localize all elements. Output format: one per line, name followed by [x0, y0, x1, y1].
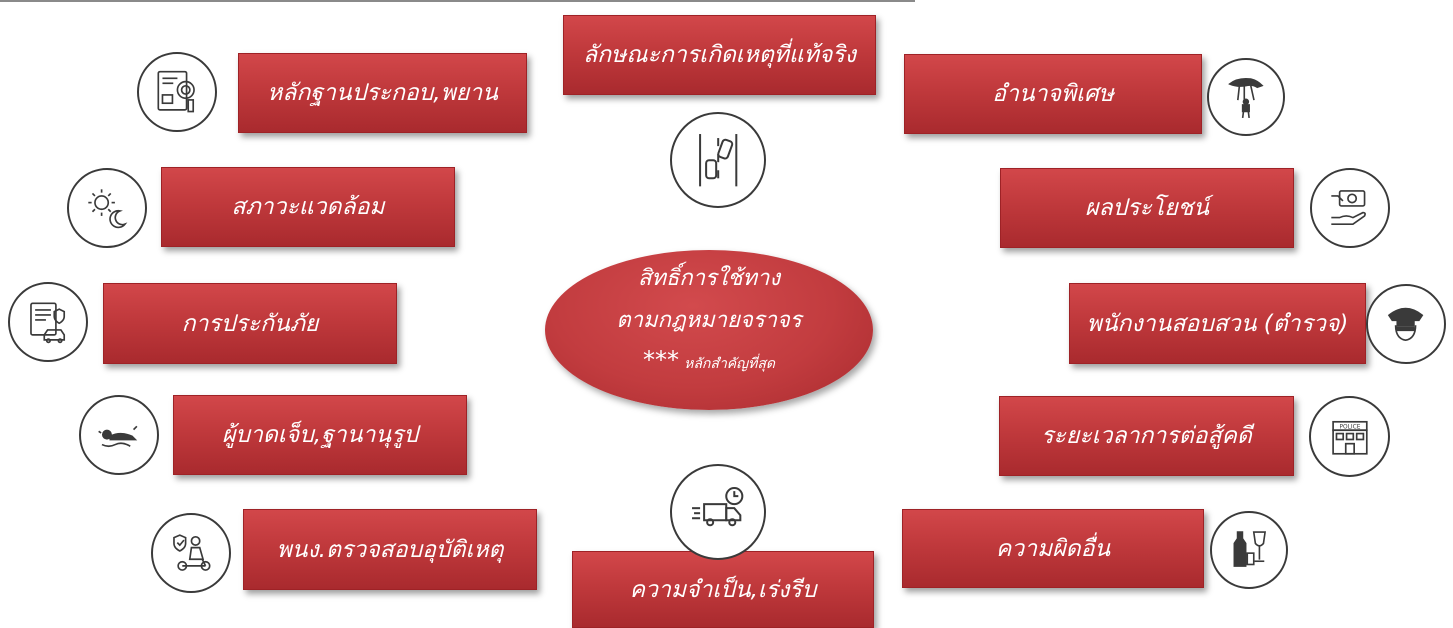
- alcohol-icon: [1210, 511, 1288, 589]
- factor-label: การประกันภัย: [181, 310, 319, 337]
- factor-label: ผู้บาดเจ็บ,ฐานานุรูป: [221, 422, 419, 448]
- factor-box-left1: หลักฐานประกอบ,พยาน: [238, 53, 527, 133]
- factor-label: พนักงานสอบสวน (ตำรวจ): [1086, 310, 1349, 337]
- factor-label: สภาวะแวดล้อม: [231, 194, 385, 220]
- police-officer-icon: [1366, 284, 1446, 364]
- factor-box-bottom: ความจำเป็น,เร่งรีบ: [572, 551, 874, 628]
- factor-label: อำนาจพิเศษ: [992, 81, 1114, 107]
- factor-label: หลักฐานประกอบ,พยาน: [267, 80, 498, 106]
- center-line2: ตามกฎหมายจราจร: [616, 308, 802, 333]
- factor-box-right1: อำนาจพิเศษ: [904, 54, 1202, 134]
- factor-box-top: ลักษณะการเกิดเหตุที่แท้จริง: [563, 15, 876, 95]
- factor-label: ผลประโยชน์: [1084, 195, 1210, 221]
- factor-box-left4: ผู้บาดเจ็บ,ฐานานุรูป: [173, 395, 467, 475]
- car-crash-road-icon: [670, 112, 766, 208]
- factor-label: ความผิดอื่น: [995, 535, 1111, 562]
- center-note-row: *** หลักสำคัญที่สุด: [545, 346, 873, 375]
- scooter-inspector-icon: [151, 513, 231, 593]
- money-hand-icon: [1310, 168, 1390, 248]
- insurance-car-icon: [8, 282, 88, 362]
- factor-label: พนง.ตรวจสอบอุบัติเหตุ: [276, 536, 504, 563]
- factor-box-left3: การประกันภัย: [103, 283, 397, 364]
- sun-moon-icon: [67, 168, 147, 248]
- top-divider-line: [0, 0, 915, 2]
- center-stars: ***: [643, 346, 680, 374]
- puppet-hand-icon: [1207, 58, 1285, 136]
- svg-text:POLICE: POLICE: [1339, 424, 1360, 430]
- factor-box-right2: ผลประโยชน์: [1000, 168, 1294, 248]
- factor-label: ความจำเป็น,เร่งรีบ: [629, 576, 817, 603]
- center-line1: สิทธิ์การใช้ทาง: [637, 266, 781, 291]
- factor-box-right5: ความผิดอื่น: [902, 509, 1204, 588]
- factor-box-left5: พนง.ตรวจสอบอุบัติเหตุ: [243, 509, 537, 590]
- injured-person-icon: [79, 395, 159, 475]
- center-note: หลักสำคัญที่สุด: [684, 356, 775, 372]
- factor-box-right4: ระยะเวลาการต่อสู้คดี: [999, 396, 1294, 476]
- factor-label: ลักษณะการเกิดเหตุที่แท้จริง: [583, 42, 856, 68]
- police-station-icon: POLICE: [1309, 396, 1390, 477]
- factor-label: ระยะเวลาการต่อสู้คดี: [1041, 423, 1252, 449]
- factor-box-left2: สภาวะแวดล้อม: [161, 167, 455, 247]
- speeding-truck-icon: [670, 464, 766, 560]
- central-principle-ellipse: สิทธิ์การใช้ทาง ตามกฎหมายจราจร *** หลักส…: [545, 250, 873, 410]
- document-evidence-icon: [137, 52, 217, 132]
- factor-box-right3: พนักงานสอบสวน (ตำรวจ): [1069, 283, 1366, 364]
